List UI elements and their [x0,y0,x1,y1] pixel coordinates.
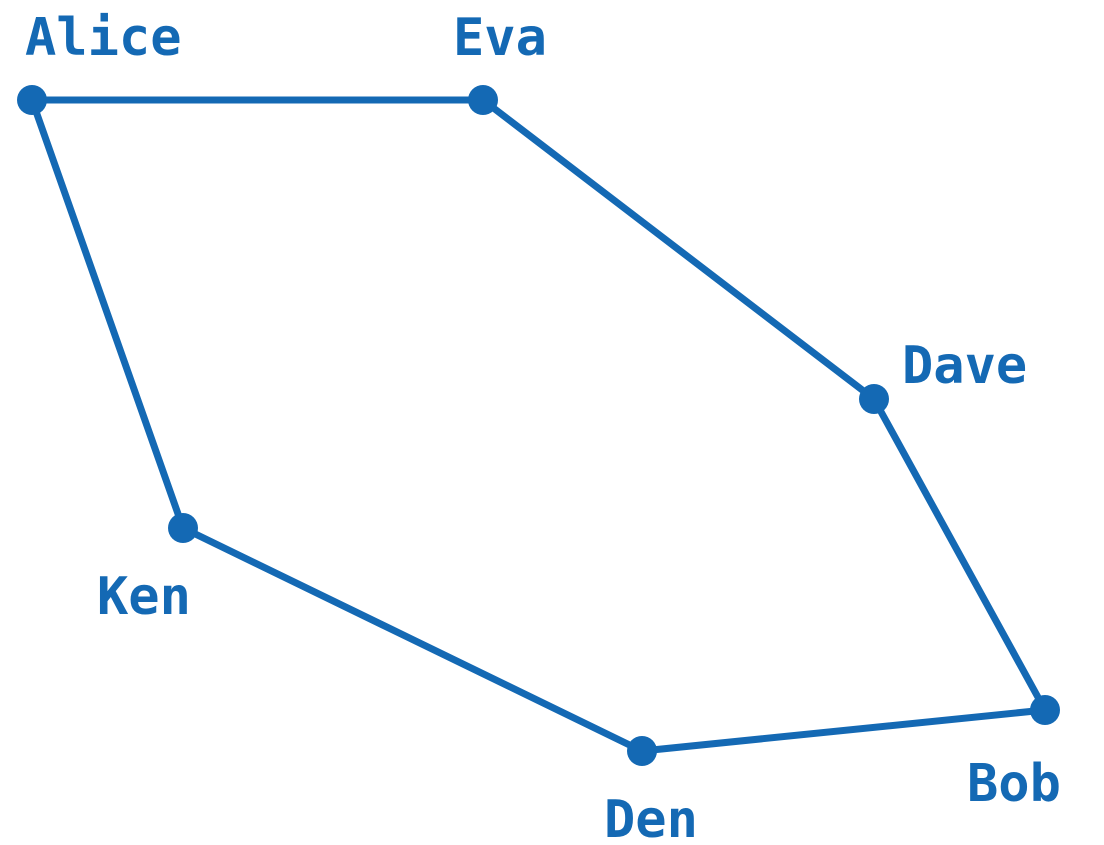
node-dave [859,384,889,414]
node-alice [17,85,47,115]
node-den [627,736,657,766]
node-label-alice: Alice [25,8,182,68]
nodes-group [17,85,1060,766]
node-eva [468,85,498,115]
edge-dave-bob [870,395,1049,714]
node-label-eva: Eva [453,8,547,68]
edge-den-ken [179,524,646,755]
node-ken [168,513,198,543]
edges-group [28,96,1049,755]
node-label-dave: Dave [902,336,1027,396]
node-label-ken: Ken [97,567,191,627]
node-label-bob: Bob [967,754,1061,814]
node-label-den: Den [604,790,698,845]
edge-bob-den [638,706,1049,755]
edge-eva-dave [479,96,878,403]
node-bob [1030,695,1060,725]
edge-ken-alice [28,96,187,532]
